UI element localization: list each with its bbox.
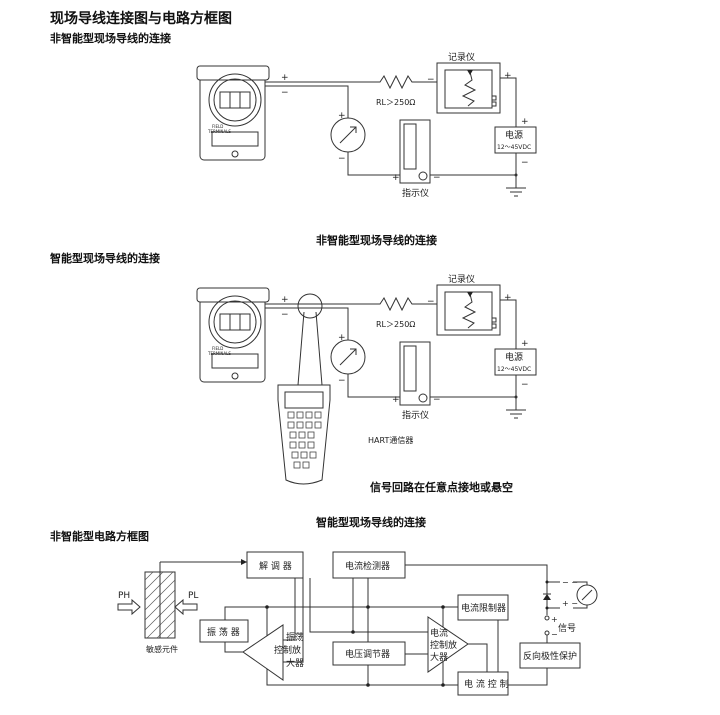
hart-label: HART通信器 [368, 435, 413, 445]
voltage-label: 12～45VDC [497, 144, 531, 151]
section2-heading: 智能型现场导线的连接 [50, 252, 160, 265]
page-title: 现场导线连接图与电路方框图 [50, 11, 232, 27]
diagram-label: − [521, 380, 529, 390]
diagram-label: 大器 [286, 657, 304, 669]
diagram-label: − [521, 158, 529, 168]
diagram-label: − [551, 630, 558, 639]
sensor-label: 敏感元件 [146, 644, 178, 654]
diagram-label: − [281, 310, 289, 320]
diagram-label: + [338, 111, 346, 121]
diagram-label: − [281, 88, 289, 98]
section1-heading: 非智能型现场导线的连接 [50, 32, 171, 45]
diagram-label: + [338, 333, 346, 343]
svg-text:+ −: + − [562, 599, 578, 608]
diagram-label: + [281, 295, 289, 305]
diagram-label: + [521, 339, 529, 349]
section1-caption: 非智能型现场导线的连接 [316, 234, 437, 247]
pl-label: PL [188, 591, 198, 601]
power-label: 电源 [505, 351, 523, 363]
diagram-label: 振 荡 器 [207, 626, 240, 638]
diagram-label: − [427, 75, 435, 85]
diagram-label: 振荡 [286, 631, 304, 643]
field-terminals-label: TERMINALS [207, 129, 231, 134]
section2-note: 信号回路在任意点接地或悬空 [370, 481, 513, 494]
resistor-label: RL＞250Ω [376, 320, 415, 329]
diagram-label: + [521, 117, 529, 127]
indicator-label: 指示仪 [402, 187, 429, 199]
diagram-label: FIELD [212, 346, 223, 351]
diagram-label: − [338, 376, 346, 386]
section3-heading: 非智能型电路方框图 [50, 530, 149, 543]
diagram-label: 电流检测器 [345, 560, 390, 572]
demodulator-block [246, 551, 304, 579]
diagram-label: 解 调 器 [259, 560, 292, 572]
reverse-polarity-protection-block [519, 642, 581, 669]
recorder-label: 记录仪 [448, 52, 475, 63]
diagram-label: 电 流 控 制 [464, 678, 509, 690]
diagram-label: − [433, 395, 441, 405]
diagram-label: + [504, 293, 512, 303]
diagram-label: − [427, 297, 435, 307]
current-control-amplifier [427, 616, 469, 673]
diagram-label: 电压调节器 [345, 648, 390, 660]
diagram-label: + [392, 395, 400, 405]
current-detector-block [332, 551, 406, 579]
diagram-label: 控制放 [430, 639, 457, 651]
wiring-diagram-non-smart: FIELD TERMINALS 记录仪 RL＞250Ω 电源 12～45VDC … [196, 52, 537, 199]
diagram-label: + [504, 71, 512, 81]
diagram-label: TERMINALS [207, 351, 231, 356]
diagram-label: + [281, 73, 289, 83]
recorder-label: 记录仪 [448, 274, 475, 285]
diagram-label: + [392, 173, 400, 183]
diagram-label: 大器 [430, 651, 448, 663]
diagram-label: + [551, 615, 558, 624]
oscillator-block [199, 619, 249, 643]
diagram-label: 电流限制器 [461, 602, 506, 614]
svg-text:− −: − − [562, 578, 578, 587]
diagram-label: − [338, 154, 346, 164]
resistor-label: RL＞250Ω [376, 98, 415, 107]
ph-label: PH [118, 591, 130, 601]
signal-label: 信号 [558, 622, 576, 634]
diagram-label: 反向极性保护 [523, 650, 577, 662]
hart-communicator [277, 384, 331, 485]
diagram-label: − [433, 173, 441, 183]
current-limiter-block [457, 594, 509, 621]
oscillator-control-amplifier [242, 624, 284, 681]
section2-caption: 智能型现场导线的连接 [316, 516, 426, 529]
block-diagram: PH PL 敏感元件 − − + − + − 信号 解 调 器 电流检测器 电流限制… [117, 551, 598, 696]
wiring-diagram-smart: FIELD TERMINALS 记录仪 RL＞250Ω 电源 12～45VDC … [196, 274, 537, 485]
indicator-label: 指示仪 [402, 409, 429, 421]
diagram-label: 电流 [430, 627, 448, 639]
voltage-label: 12～45VDC [497, 366, 531, 373]
diagram-label: 控制放 [274, 644, 301, 656]
power-label: 电源 [505, 129, 523, 141]
field-terminals-label: FIELD [212, 124, 223, 129]
voltage-regulator-block [332, 641, 406, 666]
current-control-block [457, 671, 509, 696]
